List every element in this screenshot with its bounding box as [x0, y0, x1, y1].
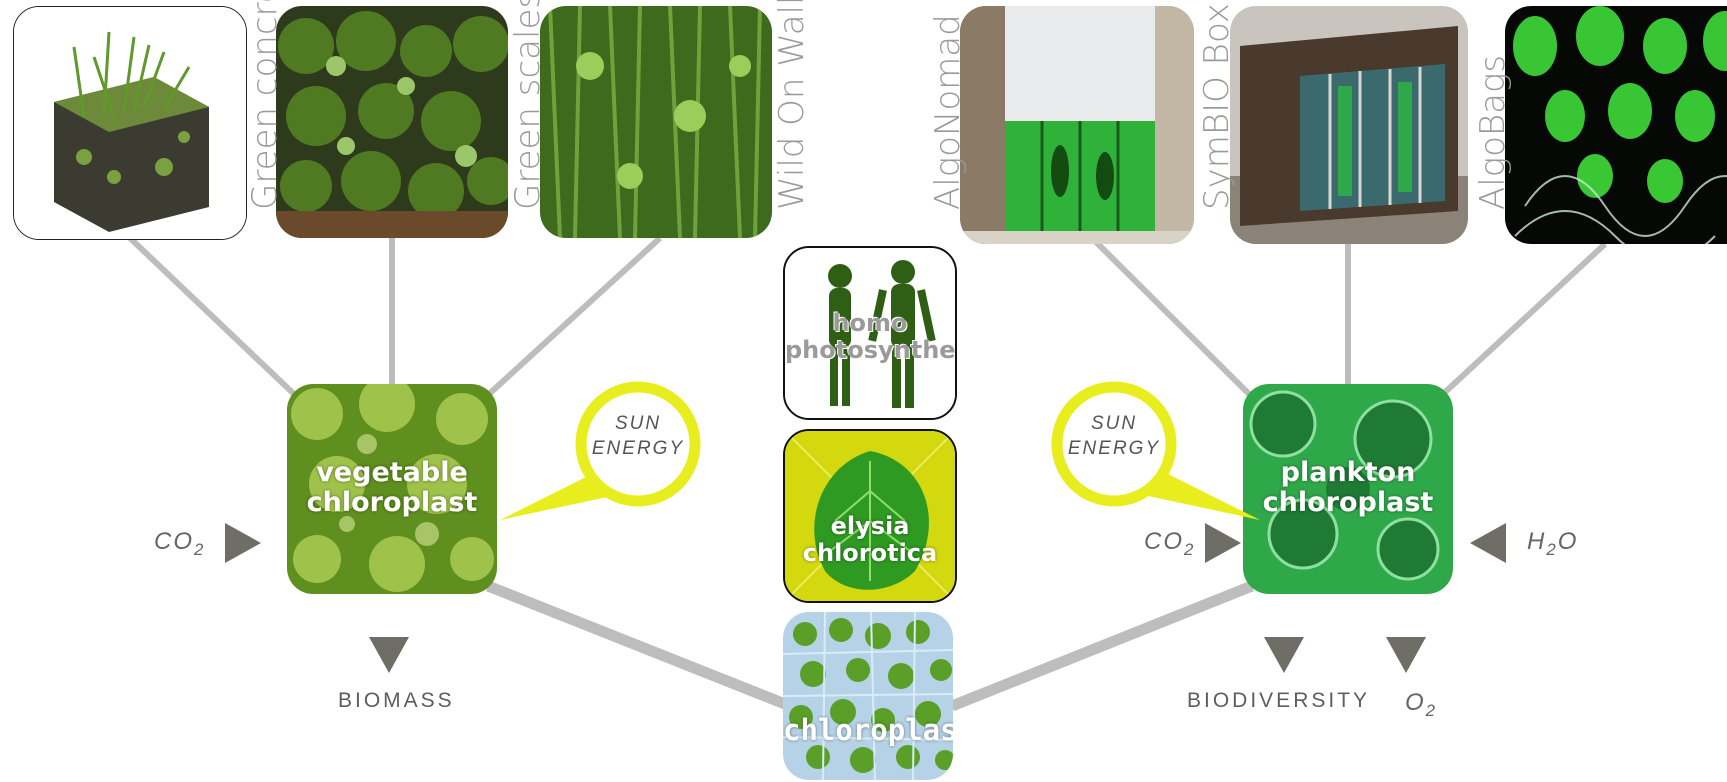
plant-cells-image: [783, 612, 953, 780]
vegetable-chloroplast-label: vegetable chloroplast: [306, 457, 478, 519]
arrow-left-icon: [1470, 523, 1506, 563]
algonomad-image: [960, 6, 1194, 244]
chloroplast-label: chloroplast: [783, 713, 953, 747]
o2-output: O2: [1405, 689, 1438, 720]
vegetable-chloroplast-node: vegetable chloroplast: [287, 384, 497, 594]
homo-photosynthesis-label: homo photosynthesis: [785, 309, 956, 364]
arrow-down-icon: [369, 637, 409, 673]
moss-image: [287, 384, 497, 594]
plankton-chloroplast-node: plankton chloroplast: [1243, 384, 1453, 594]
homo-photosynthesis-tile: homo photosynthesis: [783, 246, 957, 420]
h2o-input: H2O: [1527, 528, 1579, 559]
green-scales-image: [276, 6, 508, 238]
sun-energy-label-right: SUN ENERGY: [1067, 413, 1161, 459]
algobags-label: AlgoBags: [1473, 54, 1513, 210]
symbio-box-image: [1230, 6, 1468, 244]
arrow-right-icon: [225, 523, 261, 563]
arrow-down-icon: [1264, 637, 1304, 673]
symbio-box-label: SymBIO Box: [1197, 3, 1237, 210]
green-scales-label: Green scales: [508, 0, 548, 210]
biomass-output-label: BIOMASS: [338, 689, 455, 712]
co2-input-right: CO2: [1144, 528, 1196, 559]
biodiversity-output-label: BIODIVERSITY: [1187, 689, 1371, 712]
green-scales-wall-image: [276, 6, 508, 238]
arrow-down-icon: [1386, 637, 1426, 673]
algobags-image: [1505, 6, 1727, 244]
algobags-image: [1505, 6, 1727, 244]
symbio-box-image: [1230, 6, 1468, 244]
co2-input-left: CO2: [154, 528, 206, 559]
wild-on-wall-image: [540, 6, 772, 238]
green-concrete-label: Green concrete: [245, 0, 285, 210]
green-concrete-cube-image: [14, 7, 246, 239]
sun-energy-bubble-right: SUN ENERGY: [1050, 378, 1270, 528]
elysia-chlorotica-label: elysia chlorotica: [802, 512, 938, 567]
sun-energy-bubble-left: SUN ENERGY: [490, 378, 710, 528]
sea-slug-image: [785, 431, 955, 601]
green-humans-image: [785, 248, 955, 418]
chloroplast-tile: chloroplast: [783, 612, 953, 780]
wild-on-wall-image: [540, 6, 772, 238]
elysia-chlorotica-tile: elysia chlorotica: [783, 429, 957, 603]
plankton-image: [1243, 384, 1453, 594]
sun-energy-label-left: SUN ENERGY: [591, 413, 685, 459]
plankton-chloroplast-label: plankton chloroplast: [1262, 457, 1434, 519]
wild-on-wall-label: Wild On Wall: [772, 0, 812, 210]
algonomad-pavilion-image: [960, 6, 1194, 244]
sun-icon: [500, 381, 701, 520]
green-concrete-image: [13, 6, 247, 240]
sun-icon: [1051, 381, 1260, 520]
algonomad-label: AlgoNomad: [928, 14, 968, 210]
arrow-right-icon: [1205, 523, 1241, 563]
